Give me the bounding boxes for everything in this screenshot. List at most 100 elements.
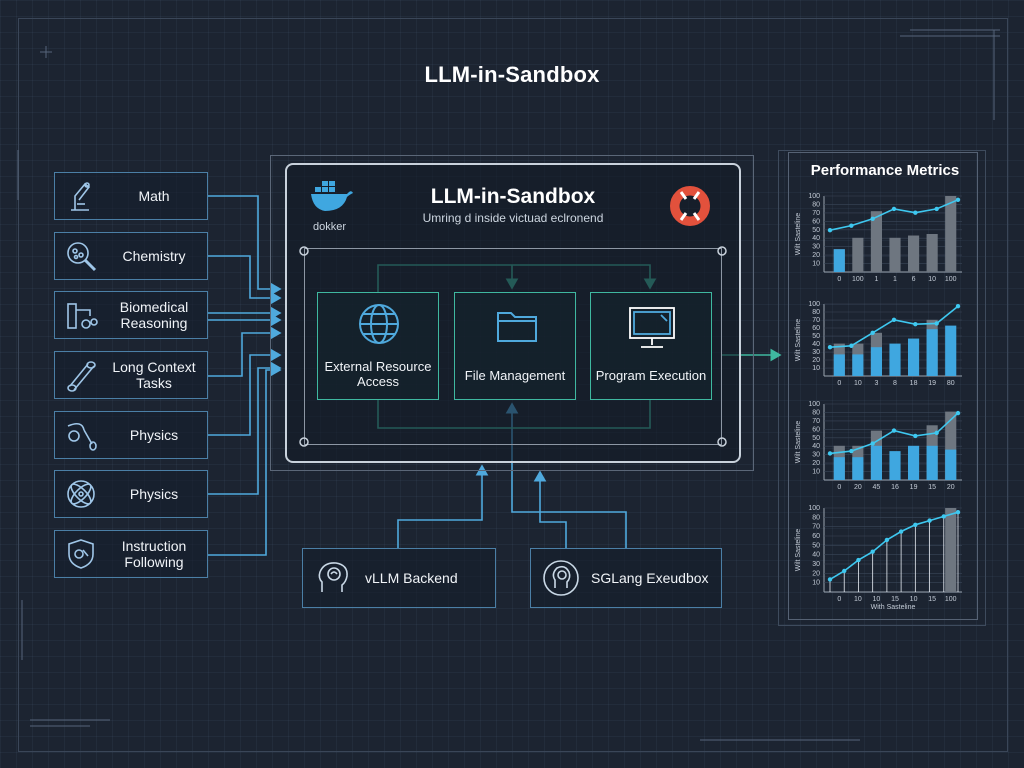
x-tick-label: 15 xyxy=(891,596,899,603)
x-tick-label: 10 xyxy=(854,380,862,387)
line-point xyxy=(913,433,918,439)
category-label: Long Context Tasks xyxy=(112,359,196,391)
x-tick-label: 100 xyxy=(852,276,864,283)
shield-icon xyxy=(55,531,107,577)
y-axis-label: Wilt Sasteline xyxy=(795,529,802,572)
bar xyxy=(833,354,845,376)
y-tick-label: 10 xyxy=(812,469,820,476)
x-tick-label: 100 xyxy=(945,596,957,603)
backend-sglang[interactable]: SGLang Exeudbox xyxy=(530,548,722,608)
bar xyxy=(945,411,957,480)
x-tick-label: 0 xyxy=(837,276,841,283)
bar xyxy=(870,445,882,480)
scroll-icon xyxy=(55,352,107,398)
category-biomedical-reasoning[interactable]: Biomedical Reasoning xyxy=(54,291,208,339)
bar xyxy=(926,445,938,480)
y-tick-label: 20 xyxy=(812,570,820,577)
x-tick-label: 100 xyxy=(945,276,957,283)
right-panel-frame xyxy=(778,150,986,626)
category-math[interactable]: Math xyxy=(54,172,208,220)
y-tick-label: 60 xyxy=(812,325,820,332)
y-tick-label: 100 xyxy=(808,193,820,200)
y-tick-label: 100 xyxy=(808,301,820,308)
line-point xyxy=(927,518,932,523)
bar xyxy=(889,343,901,376)
y-tick-label: 10 xyxy=(812,365,820,372)
y-tick-label: 80 xyxy=(812,201,820,208)
y-tick-label: 100 xyxy=(808,505,820,512)
bar xyxy=(945,325,957,376)
line-point xyxy=(913,321,918,327)
sandbox-inner-frame xyxy=(304,248,722,445)
y-tick-label: 80 xyxy=(812,309,820,316)
bar xyxy=(908,338,920,376)
pendulum-icon xyxy=(55,412,107,458)
line-point xyxy=(884,537,890,543)
line-point xyxy=(891,206,897,212)
line-point xyxy=(955,510,961,515)
bar xyxy=(926,329,938,376)
category-instruction-following[interactable]: Instruction Following xyxy=(54,530,208,578)
x-tick-label: 8 xyxy=(893,380,897,387)
category-physics-1[interactable]: Physics xyxy=(54,411,208,459)
y-tick-label: 70 xyxy=(812,524,820,531)
category-label: Instruction Following xyxy=(121,538,187,570)
tool-label: External Resource Access xyxy=(324,359,432,389)
backend-vllm[interactable]: vLLM Backend xyxy=(302,548,496,608)
y-tick-label: 80 xyxy=(812,514,820,521)
line-point xyxy=(955,197,961,202)
line-point xyxy=(849,223,854,228)
y-tick-label: 50 xyxy=(812,227,820,234)
folder-icon xyxy=(495,305,539,350)
bar xyxy=(870,347,882,376)
y-axis-label: Wilt Sasteline xyxy=(795,213,802,256)
lifebuoy-icon xyxy=(667,183,713,234)
bar xyxy=(852,457,864,480)
sandbox-outer-frame xyxy=(270,155,754,471)
y-tick-label: 10 xyxy=(812,261,820,268)
tool-program-execution[interactable]: Program Execution xyxy=(590,292,712,400)
x-tick-label: 19 xyxy=(910,484,918,491)
bar xyxy=(870,211,882,272)
bar xyxy=(908,235,920,272)
chart-panel-frame xyxy=(788,152,978,620)
y-tick-label: 70 xyxy=(812,210,820,217)
x-tick-label: 15 xyxy=(928,484,936,491)
x-tick-label: 10 xyxy=(873,596,881,603)
y-axis-label: Wilt Sasteline xyxy=(795,421,802,464)
x-axis-label: With Sasteline xyxy=(871,604,916,610)
y-tick-label: 20 xyxy=(812,252,820,259)
y-tick-label: 20 xyxy=(812,357,820,364)
head-profile-icon xyxy=(531,558,591,598)
category-chemistry[interactable]: Chemistry xyxy=(54,232,208,280)
tool-file-management[interactable]: File Management xyxy=(454,292,576,400)
x-tick-label: 1 xyxy=(874,276,878,283)
corner-dots xyxy=(299,246,727,447)
y-tick-label: 10 xyxy=(812,580,820,587)
line-point xyxy=(870,330,875,335)
line-point xyxy=(870,549,875,554)
tool-label: Program Execution xyxy=(595,368,707,383)
line-point xyxy=(827,577,833,582)
x-tick-label: 10 xyxy=(910,596,918,603)
y-tick-label: 60 xyxy=(812,533,820,540)
y-tick-label: 20 xyxy=(812,460,820,467)
x-tick-label: 1 xyxy=(893,276,897,283)
bar xyxy=(945,449,957,480)
category-label: Math xyxy=(138,188,170,204)
category-physics-2[interactable]: Physics xyxy=(54,470,208,518)
magnifier-molecule-icon xyxy=(55,233,107,279)
category-label: Chemistry xyxy=(122,248,186,264)
x-tick-label: 45 xyxy=(873,484,881,491)
line-point xyxy=(870,441,875,446)
tool-external-resource-access[interactable]: External Resource Access xyxy=(317,292,439,400)
lab-equipment-icon xyxy=(55,292,107,338)
y-tick-label: 40 xyxy=(812,341,820,348)
category-long-context-tasks[interactable]: Long Context Tasks xyxy=(54,351,208,399)
y-tick-label: 80 xyxy=(812,409,820,416)
monitor-icon xyxy=(627,305,677,358)
